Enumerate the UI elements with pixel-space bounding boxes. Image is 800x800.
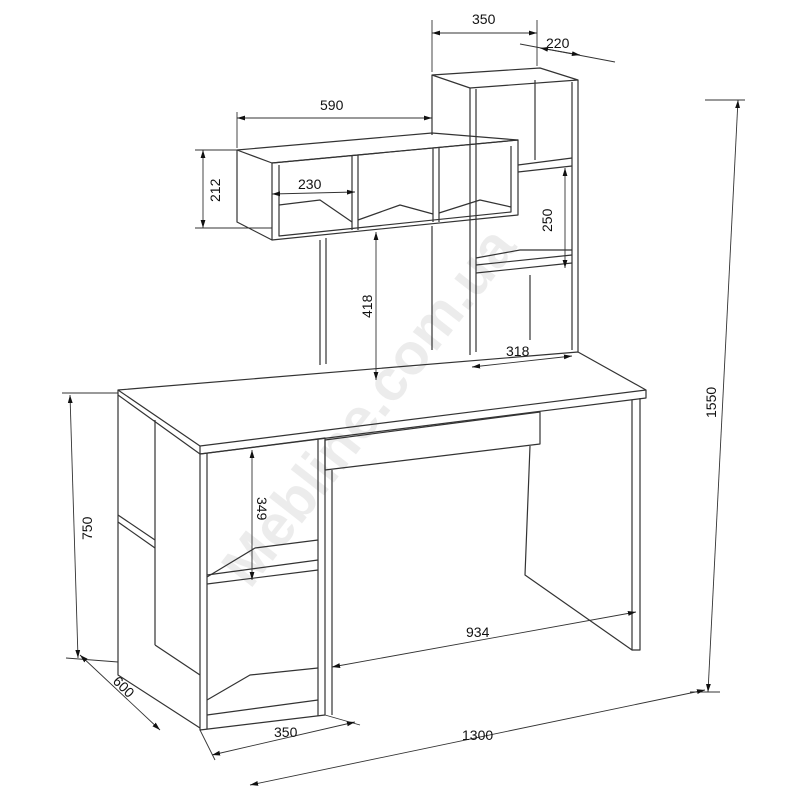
dim-318: 318 [506,343,530,359]
dim-349: 349 [254,497,270,521]
dim-934: 934 [466,624,490,640]
dim-590: 590 [320,97,344,113]
dim-350-bottom: 350 [274,724,298,740]
dim-1300: 1300 [462,727,493,743]
dim-418: 418 [359,294,375,318]
dim-750: 750 [79,516,95,540]
dim-230: 230 [298,176,322,192]
dim-1550: 1550 [703,387,719,418]
dim-600: 600 [110,673,138,701]
dim-220: 220 [546,35,570,51]
dim-250: 250 [539,208,555,232]
dimension-lines [62,20,745,786]
dim-212: 212 [207,178,223,202]
dim-350-top: 350 [472,11,496,27]
